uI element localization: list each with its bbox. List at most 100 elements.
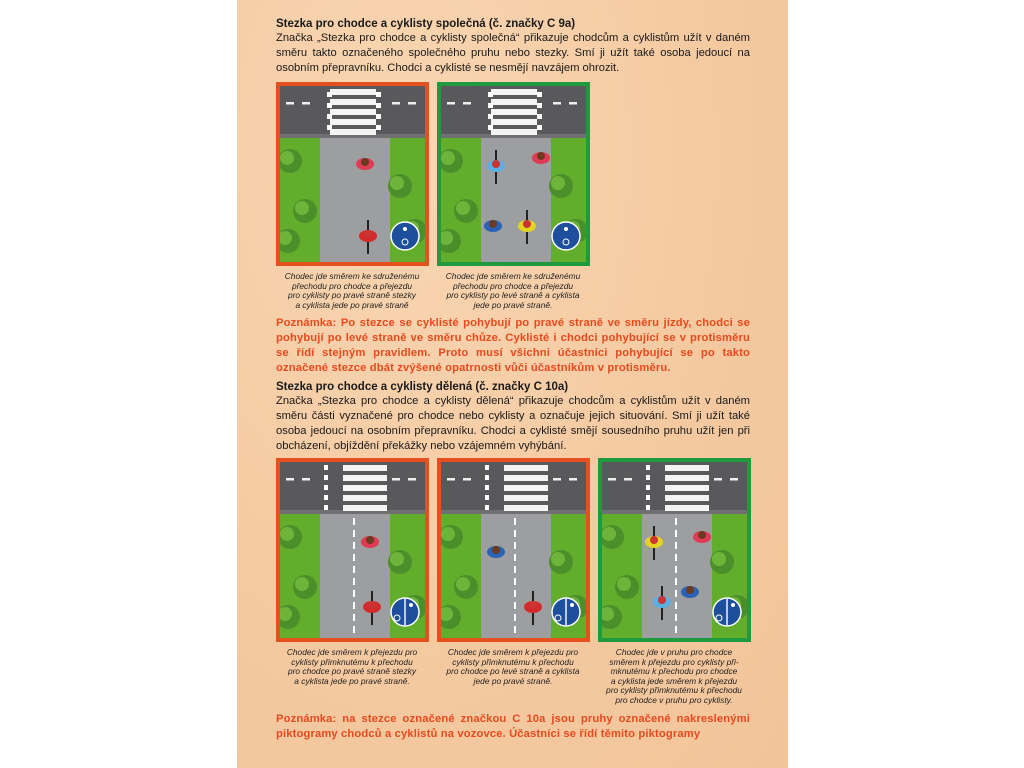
kerb	[280, 510, 425, 514]
crosswalk-stripe	[343, 495, 387, 501]
lane-divider	[675, 578, 677, 585]
lane-divider	[514, 542, 516, 549]
crossing-square	[376, 125, 381, 130]
cyclist-figure	[653, 586, 671, 620]
lane-divider	[675, 530, 677, 537]
illustration-correct-3	[598, 458, 751, 642]
lane-marking	[624, 478, 632, 481]
crosswalk-stripe	[504, 495, 548, 501]
tree-highlight	[602, 607, 614, 621]
caption-line: a cyklista jede po pravé straně	[295, 299, 409, 310]
lane-divider	[514, 554, 516, 561]
tree-highlight	[551, 552, 565, 566]
lane-marking	[569, 478, 577, 481]
tree-highlight	[456, 577, 470, 591]
traffic-sign-icon	[390, 221, 420, 251]
lane-divider	[353, 566, 355, 573]
cyclist-figure	[645, 526, 663, 560]
note-text: Poznámka: na stezce označené značkou C 1…	[276, 713, 750, 740]
tree-highlight	[295, 577, 309, 591]
traffic-sign-icon	[712, 597, 742, 627]
tree-highlight	[441, 231, 453, 245]
crossing-square	[646, 495, 650, 500]
crossing-square	[537, 92, 542, 97]
crossing-square	[327, 114, 332, 119]
crossing-square	[324, 495, 328, 500]
caption-line: Chodec jde směrem k přejezdu pro	[286, 647, 418, 657]
caption-line: Chodec jde směrem k přejezdu pro	[447, 647, 579, 657]
crossing-square	[485, 495, 489, 500]
lane-divider	[514, 530, 516, 537]
lane-divider	[514, 566, 516, 573]
cyclist-figure	[359, 220, 377, 254]
crosswalk-stripe	[491, 119, 537, 125]
note-shared: Poznámka: Po stezce se cyklisté pohybují…	[276, 316, 750, 376]
lane-divider	[353, 554, 355, 561]
lane-divider	[353, 542, 355, 549]
crosswalk-stripe	[343, 465, 387, 471]
illustration-drawing	[280, 462, 425, 638]
lane-divider	[675, 518, 677, 525]
crosswalk-stripe	[504, 465, 548, 471]
section-shared-path: Stezka pro chodce a cyklisty společná (č…	[276, 17, 750, 76]
crosswalk-stripe	[665, 485, 709, 491]
lane-divider	[514, 518, 516, 525]
crosswalk-stripe	[330, 109, 376, 115]
lane-marking	[714, 478, 722, 481]
section-body: Značka „Stezka pro chodce a cyklisty děl…	[276, 395, 750, 452]
tree-highlight	[602, 527, 616, 541]
section-body: Značka „Stezka pro chodce a cyklisty spo…	[276, 32, 750, 74]
cyclist-figure	[363, 591, 381, 625]
crossing-square	[485, 505, 489, 510]
lane-divider	[675, 554, 677, 561]
caption-line: pro cyklisty po levé straně a cyklista	[446, 290, 580, 301]
crossing-square	[646, 485, 650, 490]
tree-highlight	[280, 607, 292, 621]
pedestrian-figure	[361, 536, 379, 548]
caption-line: přechodu pro chodce a přejezdu	[452, 280, 574, 291]
pedestrian-figure	[693, 531, 711, 543]
caption-line: Chodec jde směrem ke sdruženému	[445, 271, 581, 281]
cyclist-figure	[524, 591, 542, 625]
crosswalk-stripe	[491, 129, 537, 135]
lane-divider	[514, 590, 516, 597]
crosswalk-stripe	[330, 129, 376, 135]
crossing-square	[327, 92, 332, 97]
crossing-square	[376, 103, 381, 108]
lane-divider	[675, 614, 677, 621]
illustration-drawing	[602, 462, 747, 638]
crossing-square	[485, 475, 489, 480]
lane-marking	[408, 478, 416, 481]
lane-marking	[447, 478, 455, 481]
crossing-square	[376, 92, 381, 97]
tree-highlight	[390, 552, 404, 566]
pedestrian-figure	[681, 586, 699, 598]
crosswalk-stripe	[665, 465, 709, 471]
crosswalk-stripe	[665, 505, 709, 511]
caption-line: pro cyklisty po pravé straně stezky	[287, 290, 416, 301]
lane-marking	[408, 102, 416, 105]
crossing-square	[488, 114, 493, 119]
crossing-square	[646, 475, 650, 480]
tree-highlight	[280, 231, 292, 245]
lane-divider	[353, 590, 355, 597]
crossing-square	[537, 114, 542, 119]
lane-marking	[569, 102, 577, 105]
lane-divider	[514, 626, 516, 633]
caption-line: přechodu pro chodce a přejezdu	[291, 280, 413, 291]
pedestrian-figure	[356, 158, 374, 170]
kerb	[441, 510, 586, 514]
lane-marking	[553, 102, 561, 105]
section-divided-path: Stezka pro chodce a cyklisty dělená (č. …	[276, 380, 750, 454]
pedestrian-figure	[487, 546, 505, 558]
crossing-square	[324, 465, 328, 470]
traffic-sign-icon	[390, 597, 420, 627]
caption-line: cyklisty přimknutému k přechodu	[291, 656, 413, 667]
crosswalk-stripe	[504, 485, 548, 491]
kerb	[602, 510, 747, 514]
crosswalk-stripe	[330, 89, 376, 95]
